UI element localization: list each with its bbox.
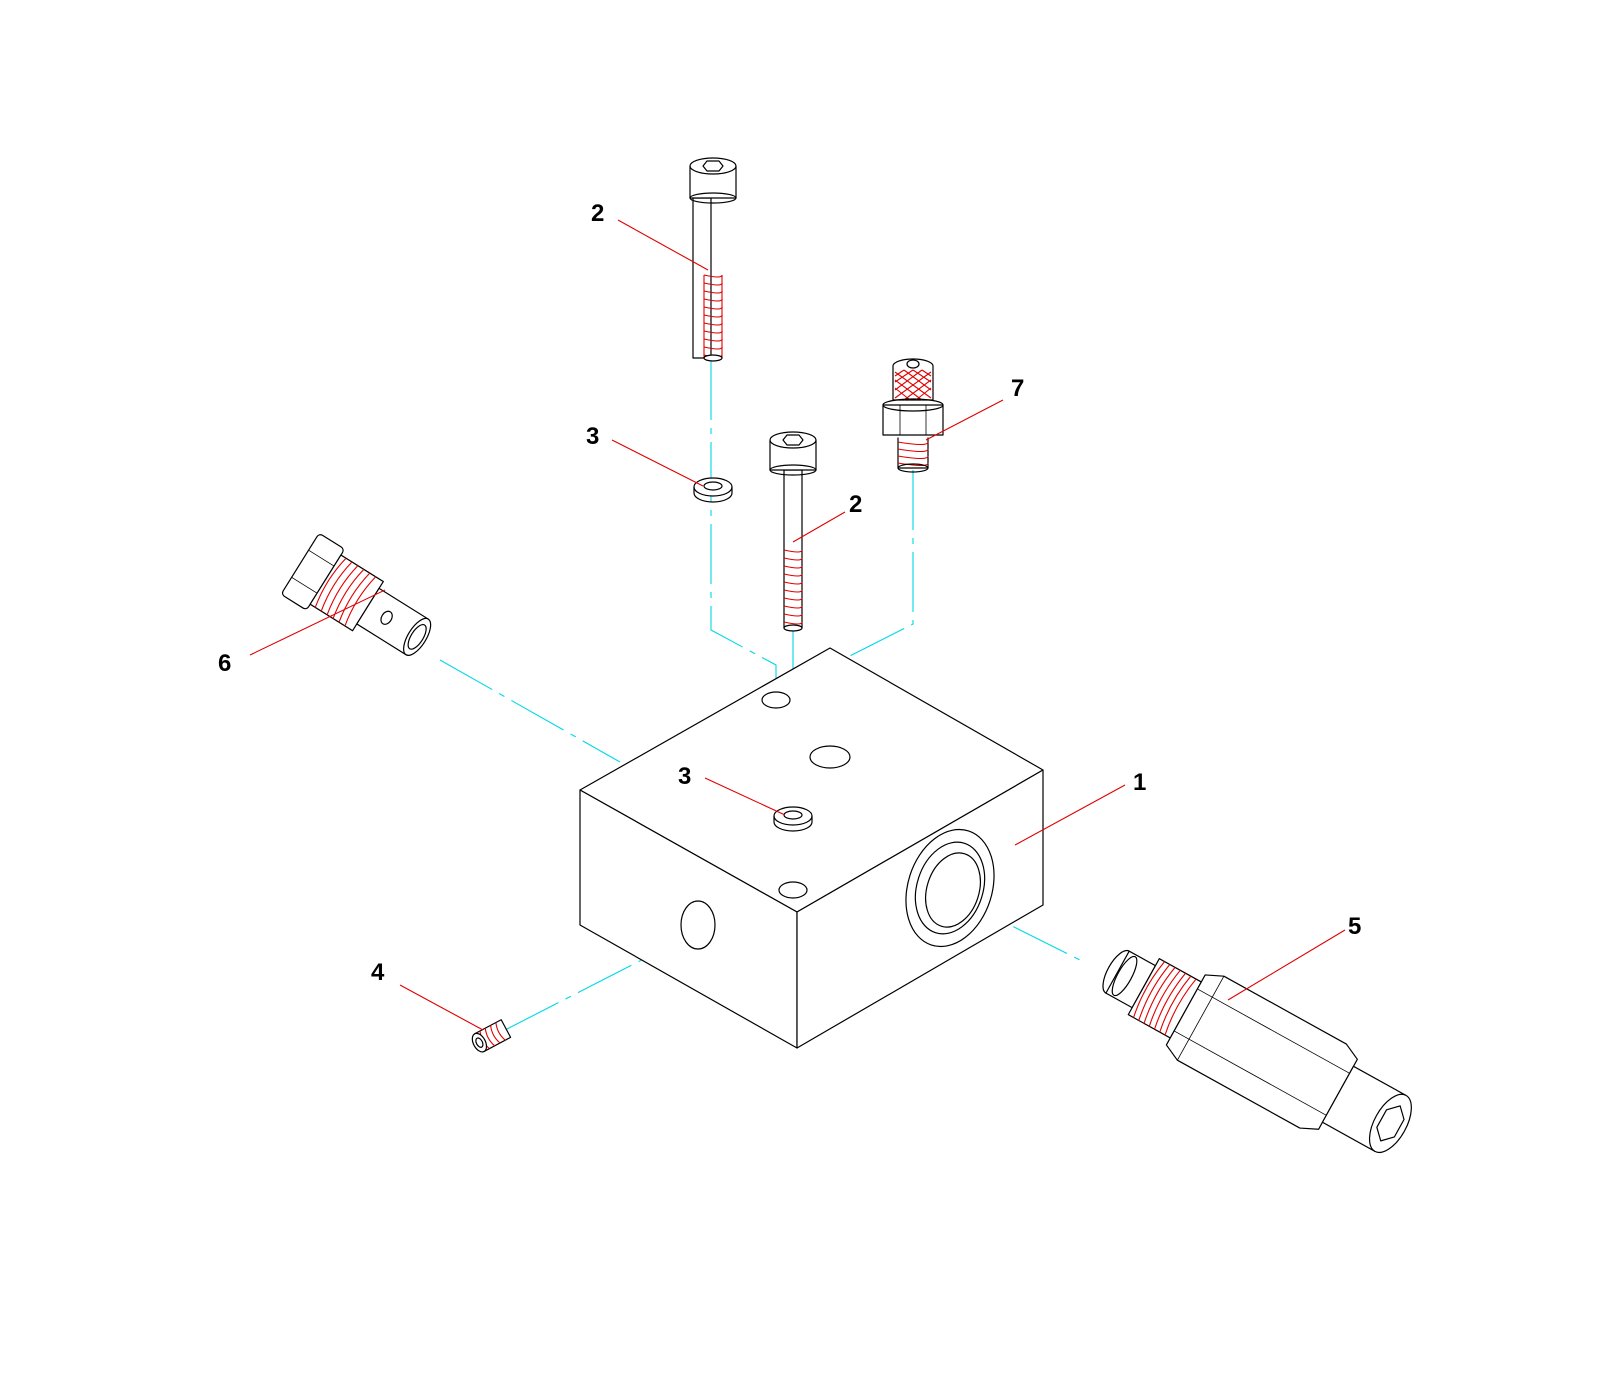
hex-socket-icon — [702, 160, 724, 172]
leader-1 — [1014, 784, 1126, 846]
cap-screw-middle — [769, 431, 817, 632]
leader-5 — [1227, 929, 1346, 1001]
callout-1: 1 — [1133, 769, 1146, 796]
valve-threads — [1133, 961, 1197, 1036]
callout-labels: 1 2 2 3 3 4 5 6 7 — [218, 200, 1361, 986]
leader-3a — [611, 439, 704, 487]
screw-shank — [692, 197, 712, 359]
hex-socket-icon — [782, 434, 804, 446]
set-screw-threads — [479, 1022, 506, 1050]
manifold-block — [579, 647, 1044, 1049]
cartridge-valve — [281, 534, 432, 656]
leader-6 — [249, 589, 386, 656]
screw-threads — [783, 549, 803, 625]
plug-threads — [897, 441, 929, 467]
screw-threads — [703, 274, 723, 358]
set-screw — [471, 1019, 512, 1053]
washer-lower — [773, 806, 813, 832]
knurled-plug — [882, 358, 944, 473]
leader-7 — [925, 399, 1004, 441]
side-hole-left — [680, 900, 716, 950]
cartridge-port — [380, 610, 393, 625]
top-hole-plug — [809, 745, 851, 769]
callout-7: 7 — [1011, 375, 1024, 402]
port-right-inner — [925, 852, 981, 928]
knurl-pattern — [894, 369, 932, 401]
top-hole-lower — [778, 881, 808, 899]
callout-5: 5 — [1348, 913, 1361, 940]
axis-cartridge — [439, 659, 621, 763]
callout-4: 4 — [371, 959, 385, 986]
hex-socket-icon — [1376, 1105, 1405, 1142]
axis-bolt-upper — [710, 360, 777, 700]
cap-screw-upper — [689, 157, 737, 362]
leader-4 — [399, 984, 484, 1031]
callout-2-middle: 2 — [849, 491, 862, 518]
plug-knurl-body — [892, 365, 934, 401]
top-hole-upper — [761, 691, 791, 709]
leader-3b — [704, 777, 786, 816]
plug-thread-body — [897, 437, 929, 469]
washer-upper — [693, 477, 733, 503]
callout-2-upper: 2 — [591, 200, 604, 227]
leader-lines — [249, 219, 1346, 1031]
leader-2b — [792, 511, 846, 543]
valve-hex-body — [1165, 974, 1358, 1130]
callout-3-lower: 3 — [678, 763, 691, 790]
callout-6: 6 — [218, 650, 231, 677]
leader-2a — [617, 219, 709, 271]
callout-3-upper: 3 — [586, 423, 599, 450]
screw-shank — [783, 469, 803, 629]
relief-valve — [1102, 949, 1412, 1154]
